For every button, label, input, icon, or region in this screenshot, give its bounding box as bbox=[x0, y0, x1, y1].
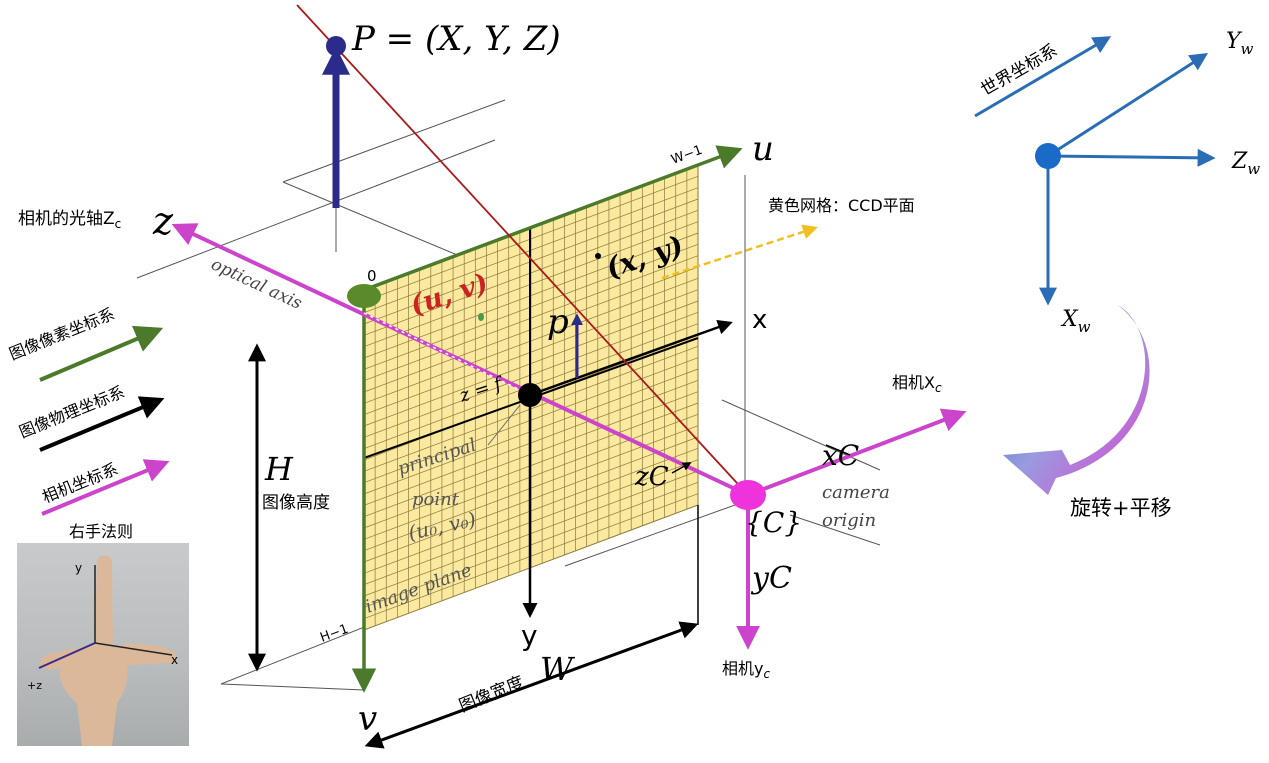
camera-origin-dot bbox=[730, 480, 766, 510]
legend-physical-label: 图像物理坐标系 bbox=[16, 382, 127, 442]
origin-0-label: 0 bbox=[367, 267, 377, 285]
image-width-label: 图像宽度 bbox=[456, 673, 527, 717]
Yw-label: Yw bbox=[1226, 29, 1254, 58]
camera-xc-label: 相机Xc bbox=[892, 373, 942, 395]
uv-marker bbox=[478, 313, 484, 321]
v-axis-label: v bbox=[358, 699, 377, 739]
principal-leader bbox=[487, 404, 521, 446]
width-dimension-arrow bbox=[364, 621, 699, 749]
zC-label: zC bbox=[634, 462, 669, 492]
right-hand-rule-photo: y x +z bbox=[17, 543, 189, 746]
Xw-label: Xw bbox=[1060, 307, 1091, 336]
H-label: H bbox=[264, 450, 294, 488]
u-axis-arrow bbox=[363, 145, 743, 292]
x-physical-label: x bbox=[752, 305, 767, 335]
optical-axis-dotted bbox=[363, 312, 521, 391]
principal-point-dot bbox=[518, 383, 542, 407]
rotate-translate-label: 旋转+平移 bbox=[1070, 496, 1172, 520]
legend-pixel-arrow bbox=[39, 325, 164, 382]
optical-axis-line bbox=[171, 223, 749, 497]
legend-right-hand-label: 右手法则 bbox=[69, 522, 133, 541]
world-axes bbox=[974, 36, 1216, 306]
xy-marker bbox=[595, 253, 601, 259]
legend-camera-arrow bbox=[41, 459, 170, 516]
pixel-origin-dot bbox=[347, 284, 381, 308]
camera-yc-label: 相机yc bbox=[722, 659, 770, 681]
ccd-note-label: 黄色网格：CCD平面 bbox=[768, 196, 915, 215]
point-label: point bbox=[412, 489, 460, 510]
camera-origin-label-2: origin bbox=[822, 510, 876, 531]
point-P-label: P = (X, Y, Z) bbox=[351, 19, 561, 59]
camera-origin-label-1: camera bbox=[822, 482, 890, 503]
x-physical-axis bbox=[529, 320, 733, 397]
z-letter-label: z bbox=[152, 199, 174, 243]
W-label: W bbox=[540, 650, 576, 688]
hand-y-label: y bbox=[75, 561, 83, 575]
legend-physical-arrow bbox=[39, 396, 165, 452]
p-small-label: p bbox=[547, 302, 569, 342]
zc-arrow-small bbox=[671, 462, 692, 474]
xc-arrow-small bbox=[825, 444, 851, 456]
y-physical-label: y bbox=[521, 619, 538, 652]
rotation-arrow-icon bbox=[1003, 305, 1150, 495]
u-axis-label: u bbox=[752, 129, 774, 169]
optical-axis-cn-label: 相机的光轴Zc bbox=[18, 209, 121, 231]
hand-x-label: x bbox=[171, 653, 179, 667]
ccd-note-arrow bbox=[661, 224, 818, 280]
projection-ray bbox=[296, 4, 749, 496]
camera-xc-axis bbox=[747, 408, 967, 497]
C-frame-label: {C} bbox=[745, 506, 802, 539]
hand-z-label: +z bbox=[27, 679, 42, 692]
point-P-dot bbox=[326, 36, 346, 56]
Zw-label: Zw bbox=[1231, 149, 1260, 178]
xC-label: xC bbox=[822, 439, 859, 472]
image-height-label: 图像高度 bbox=[262, 493, 330, 513]
h-minus-1-label: H−1 bbox=[318, 622, 350, 646]
yC-label: yC bbox=[750, 561, 792, 596]
